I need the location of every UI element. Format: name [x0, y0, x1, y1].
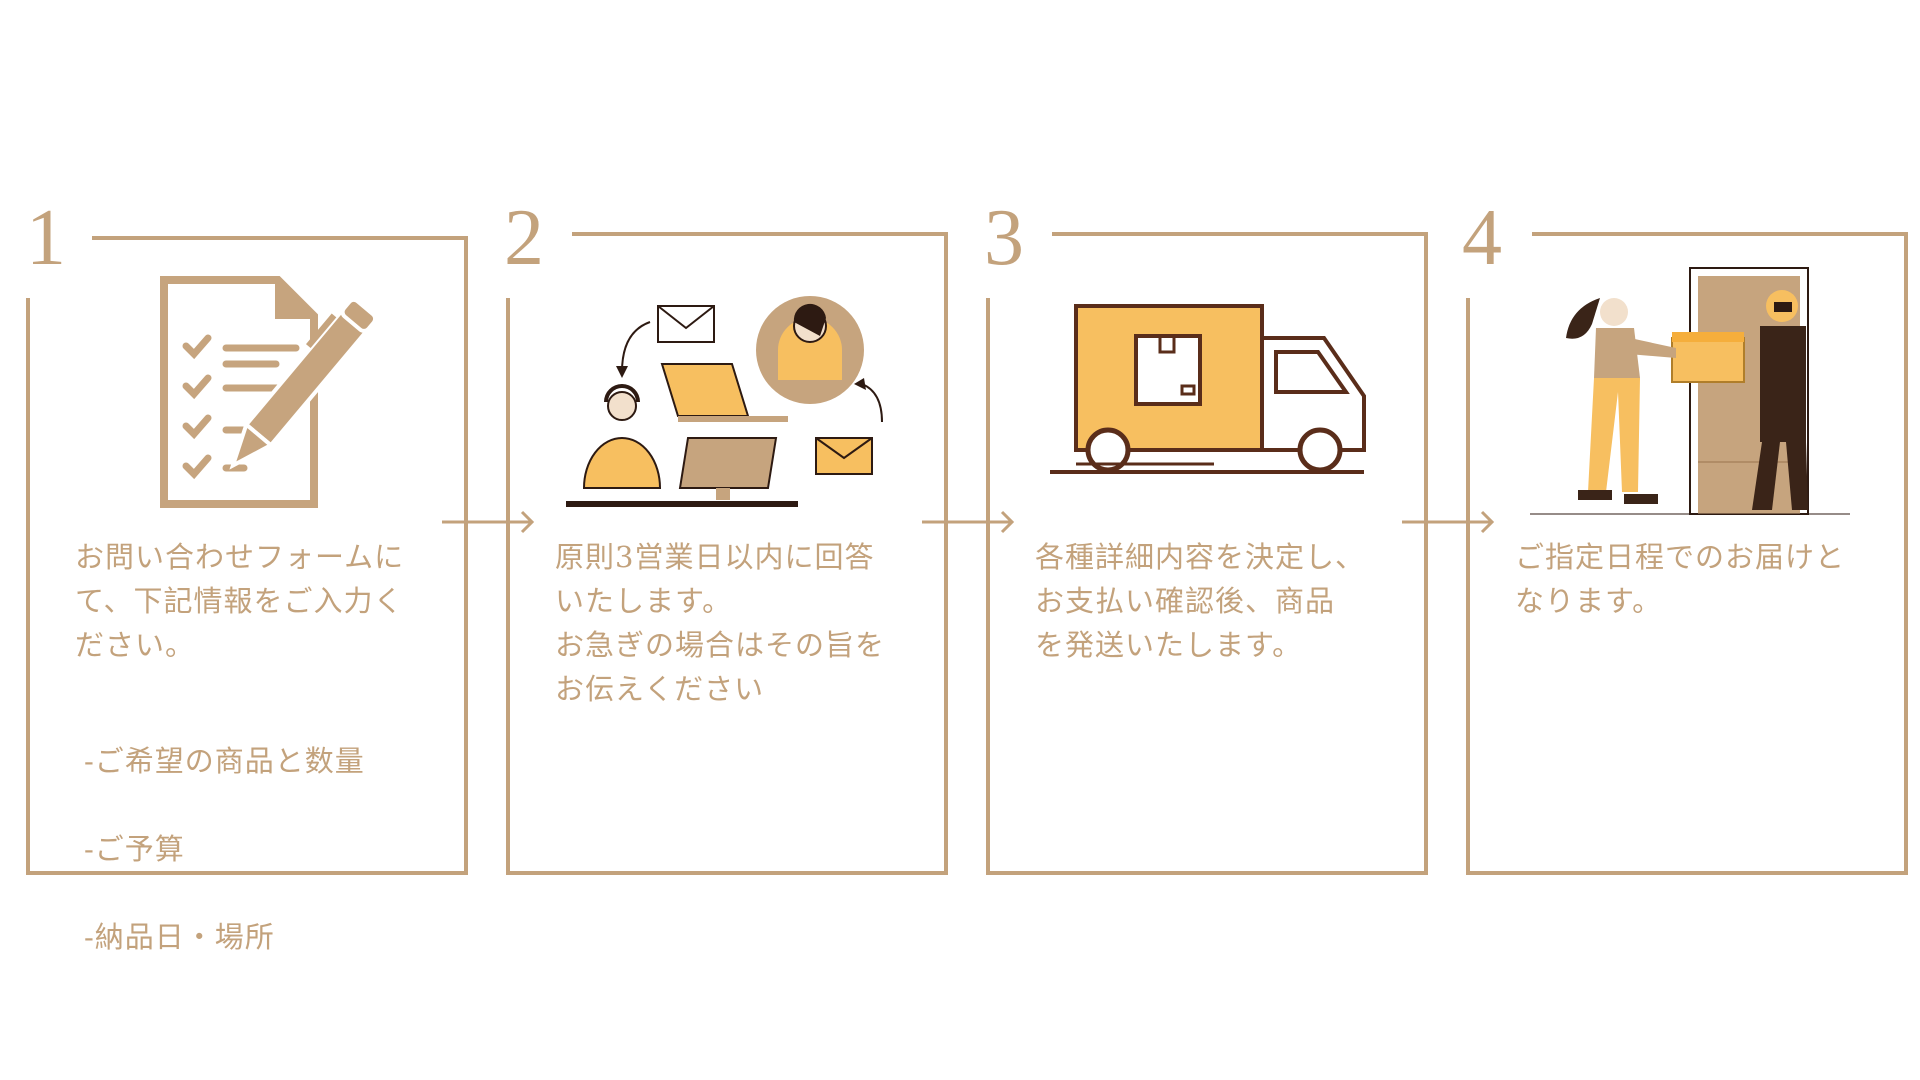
list-item: -ご予算	[84, 832, 185, 866]
step-2-text: 原則3営業日以内に回答 いたします。 お急ぎの場合はその旨を お伝えください	[555, 540, 886, 706]
delivery-truck-icon	[1050, 304, 1366, 474]
step-3-frame	[986, 232, 1428, 875]
step-4-number: 4	[1462, 194, 1502, 282]
list-item: -納品日・場所	[84, 920, 275, 954]
step-1-frame	[26, 236, 468, 875]
arrow-2-3	[922, 510, 1015, 534]
step-4-text: ご指定日程でのお届けと なります。	[1515, 540, 1846, 618]
form-pencil-icon	[160, 276, 378, 508]
list-item: -ご希望の商品と数量	[84, 744, 365, 778]
step-1-text: お問い合わせフォームに て、下記情報をご入力く ださい。	[75, 540, 405, 662]
step-4-frame	[1466, 232, 1908, 875]
step-1-number: 1	[26, 194, 66, 282]
step-3-number: 3	[984, 194, 1024, 282]
arrow-1-2	[442, 510, 535, 534]
step-2-number: 2	[504, 194, 544, 282]
support-communication-icon	[566, 296, 883, 507]
step-1-list: -ご希望の商品と数量 -ご予算 -納品日・場所	[84, 695, 365, 1003]
package-handoff-icon	[1530, 267, 1850, 515]
arrow-3-4	[1402, 510, 1495, 534]
step-2-frame	[506, 232, 948, 875]
step-3-text: 各種詳細内容を決定し、 お支払い確認後、商品 を発送いたします。	[1035, 540, 1366, 662]
